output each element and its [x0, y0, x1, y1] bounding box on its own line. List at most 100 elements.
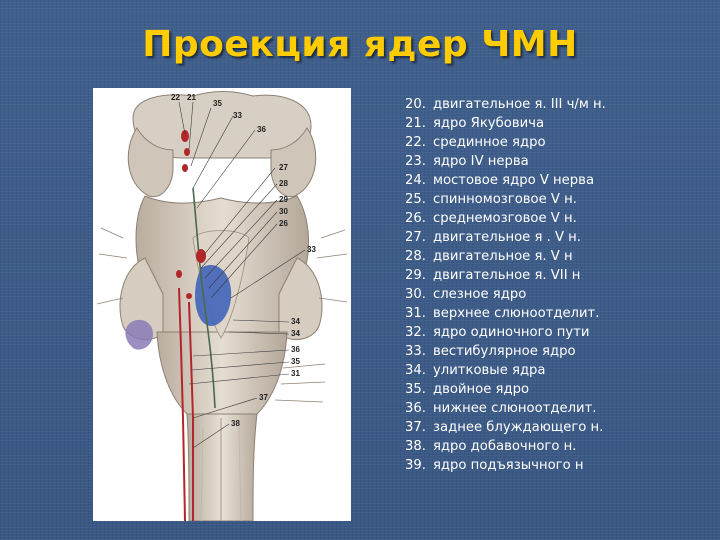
root-r5: [280, 381, 326, 385]
leader-7: [200, 183, 278, 269]
callout-label: 37: [259, 393, 268, 402]
root-r4: [282, 363, 326, 369]
legend-item: 33. вестибулярное ядро: [405, 342, 606, 361]
root-r2: [316, 253, 348, 259]
cord-left-line: [200, 427, 204, 521]
leader-6: [202, 167, 276, 257]
legend-number: 26.: [405, 211, 426, 226]
leader-4: [192, 115, 234, 189]
legend-item: 36.нижнее слюноотделит.: [405, 399, 606, 418]
legend-item: 25. спинномозговое V н.: [405, 190, 606, 209]
callout-label: 26: [279, 219, 288, 228]
legend-item: 21. ядро Якубовича: [405, 114, 606, 133]
legend-label: двигательное я. VII н: [433, 268, 581, 283]
column-left: [178, 287, 186, 521]
legend-number: 27.: [405, 230, 426, 245]
leader-16: [188, 373, 290, 385]
legend-label: верхнее слюноотделит.: [433, 306, 600, 321]
legend-number: 30.: [405, 287, 426, 302]
legend-label: ядро Якубовича: [433, 116, 545, 131]
legend-number: 36.: [405, 401, 426, 416]
legend-label: двигательное я. III ч/м н.: [433, 97, 606, 112]
callout-label: 38: [231, 419, 240, 428]
spinal-cord: [186, 413, 258, 521]
legend-number: 21.: [405, 116, 426, 131]
callout-label: 28: [279, 179, 288, 188]
legend-number: 24.: [405, 173, 426, 188]
solitary-tract: [192, 187, 216, 409]
legend-number: 33.: [405, 344, 426, 359]
leader-17: [192, 397, 258, 419]
legend-item: 30.слезное ядро: [405, 285, 606, 304]
root-l3: [96, 297, 124, 305]
cranial-nerve-nuclei: [176, 130, 206, 299]
legend-number: 32.: [405, 325, 426, 340]
leader-11: [230, 249, 306, 299]
leader-13: [228, 331, 290, 335]
legend-number: 39.: [405, 458, 426, 473]
legend-label: ядро IV нерва: [433, 154, 529, 169]
right-pulvinar: [270, 127, 317, 198]
callout-label: 27: [279, 163, 288, 172]
root-l1: [100, 227, 124, 239]
legend-item: 39.ядро подъязычного н: [405, 456, 606, 475]
callout-label: 34: [291, 317, 300, 326]
motor-columns: [178, 287, 194, 521]
root-r6: [274, 399, 324, 403]
callout-label: 31: [291, 369, 300, 378]
legend-label: двойное ядро: [433, 382, 530, 397]
legend-item: 29.двигательное я. VII н: [405, 266, 606, 285]
legend-item: 27. двигательное я . V н.: [405, 228, 606, 247]
legend-label: мостовое ядро V нерва: [433, 173, 595, 188]
callout-label: 36: [291, 345, 300, 354]
nucleus-mark-b: [184, 148, 190, 156]
leader-3: [190, 107, 212, 167]
root-l2: [98, 253, 128, 259]
legend-number: 28.: [405, 249, 426, 264]
legend-item: 20.двигательное я. III ч/м н.: [405, 95, 606, 114]
callout-label: 34: [291, 329, 300, 338]
legend-label: вестибулярное ядро: [433, 344, 576, 359]
legend-label: ядро одиночного пути: [433, 325, 590, 340]
leader-14: [192, 349, 290, 357]
nucleus-mark-c: [182, 164, 188, 172]
legend-number: 31.: [405, 306, 426, 321]
leader-1: [178, 101, 186, 135]
brainstem-drawing: 22 21 35 33 36 27 28 29 30 26 33 34 34 3…: [96, 91, 348, 521]
legend-item: 38.ядро добавочного н.: [405, 437, 606, 456]
root-r1: [320, 229, 346, 239]
leader-15: [190, 361, 290, 371]
legend-label: ядро добавочного н.: [433, 439, 577, 454]
legend-item: 34. улитковые ядра: [405, 361, 606, 380]
legend-number: 23.: [405, 154, 426, 169]
legend-number: 25.: [405, 192, 426, 207]
nucleus-mark-f: [186, 293, 192, 299]
legend-label: спинномозговое V н.: [433, 192, 577, 207]
leader-12: [232, 319, 290, 323]
legend-item: 35.двойное ядро: [405, 380, 606, 399]
callout-label: 35: [291, 357, 300, 366]
legend-label: улитковые ядра: [433, 363, 546, 378]
legend-item: 26. среднемозговое V н.: [405, 209, 606, 228]
legend-item: 23. ядро IV нерва: [405, 152, 606, 171]
leader-5: [196, 129, 256, 209]
cochlear-area: [125, 319, 153, 350]
cord-right-line: [238, 427, 242, 521]
callout-label: 22: [171, 93, 180, 102]
legend-label: среднемозговое V н.: [433, 211, 577, 226]
legend-item: 24. мостовое ядро V нерва: [405, 171, 606, 190]
legend-item: 31. верхнее слюноотделит.: [405, 304, 606, 323]
thalamus-region: [132, 91, 312, 159]
leader-10: [210, 223, 278, 299]
legend-label: двигательное я. V н: [433, 249, 573, 264]
nucleus-mark-e: [176, 270, 182, 278]
callout-label: 33: [307, 245, 316, 254]
brainstem-illustration: 22 21 35 33 36 27 28 29 30 26 33 34 34 3…: [93, 88, 351, 521]
nuclei-legend: 20.двигательное я. III ч/м н. 21. ядро Як…: [405, 95, 606, 475]
legend-number: 22.: [405, 135, 426, 150]
legend-number: 34.: [405, 363, 426, 378]
callout-label: 35: [213, 99, 222, 108]
legend-label: двигательное я . V н.: [433, 230, 581, 245]
nucleus-mark-a: [181, 130, 189, 142]
